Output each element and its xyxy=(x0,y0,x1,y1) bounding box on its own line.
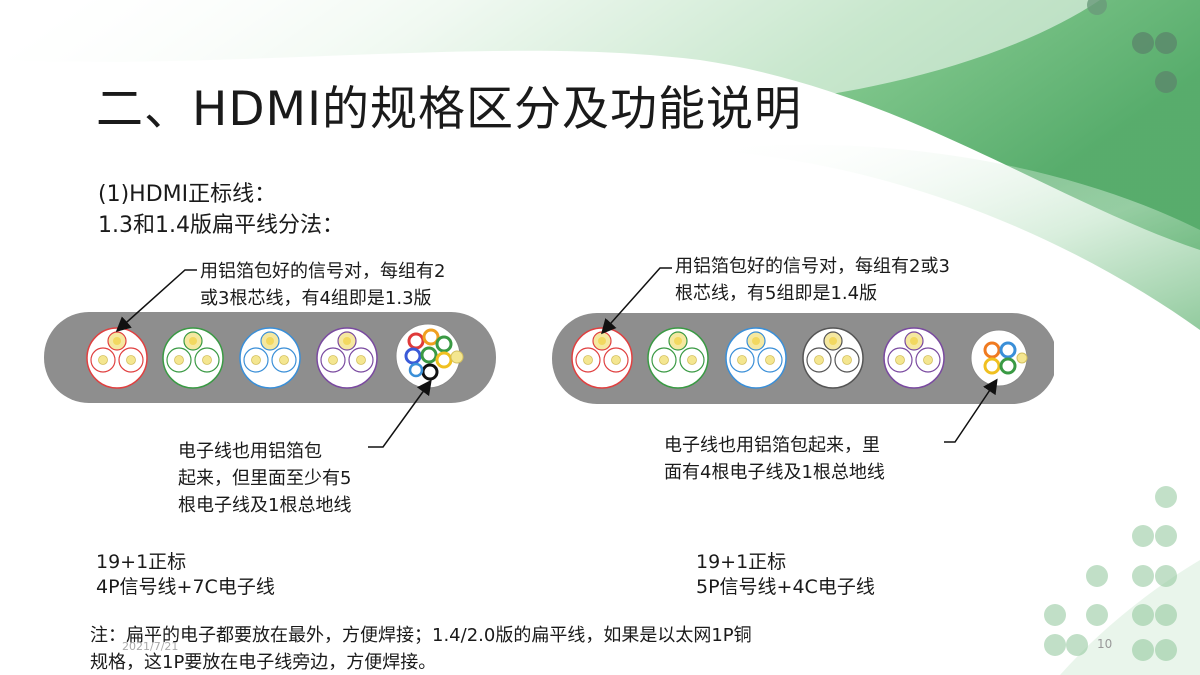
left-signal-pair-green xyxy=(162,327,224,389)
right-top-note: 用铝箔包好的信号对，每组有2或3 根芯线，有5组即是1.4版 xyxy=(675,256,950,304)
left-signal-pair-purple xyxy=(316,327,378,389)
right-spec: 19+1正标 5P信号线+4C电子线 xyxy=(696,551,875,598)
subtitle-line-1: (1)HDMI正标线： xyxy=(98,182,277,207)
left-signal-pair-blue xyxy=(239,327,301,389)
decorative-dots-bottom xyxy=(1044,486,1177,661)
right-electronic-wire-bundle xyxy=(970,329,1028,387)
right-bottom-note: 电子线也用铝箔包起来，里 面有4根电子线及1根总地线 xyxy=(664,435,885,483)
left-bottom-note: 电子线也用铝箔包 起来，但里面至少有5 根电子线及1根总地线 xyxy=(178,441,352,516)
left-top-leader-arrow xyxy=(115,269,197,333)
right-signal-pair-green xyxy=(647,327,709,389)
right-signal-pair-purple xyxy=(883,327,945,389)
right-bottom-leader-arrow xyxy=(944,378,998,443)
footer-note: 注：扁平的电子都要放在最外，方便焊接；1.4/2.0版的扁平线，如果是以太网1P… xyxy=(90,625,752,673)
left-flat-cable xyxy=(44,269,496,448)
right-signal-pair-red xyxy=(571,327,633,389)
page-number: 10 xyxy=(1097,637,1113,651)
decorative-dots-top xyxy=(1087,0,1177,93)
slide-title: 二、HDMI的规格区分及功能说明 xyxy=(96,82,802,137)
left-signal-pair-red xyxy=(86,327,148,389)
right-signal-pair-blue xyxy=(725,327,787,389)
subtitle-line-2: 1.3和1.4版扁平线分法： xyxy=(98,213,344,238)
right-top-leader-arrow xyxy=(601,267,672,335)
left-spec: 19+1正标 4P信号线+7C电子线 xyxy=(96,551,275,598)
slide-date: 2021/7/21 xyxy=(122,640,179,653)
right-signal-pair-black xyxy=(802,327,864,389)
left-top-note: 用铝箔包好的信号对，每组有2 或3根芯线，有4组即是1.3版 xyxy=(200,261,446,309)
left-bottom-leader-arrow xyxy=(368,379,432,448)
left-electronic-wire-bundle xyxy=(395,323,464,389)
right-flat-cable xyxy=(552,267,1060,443)
